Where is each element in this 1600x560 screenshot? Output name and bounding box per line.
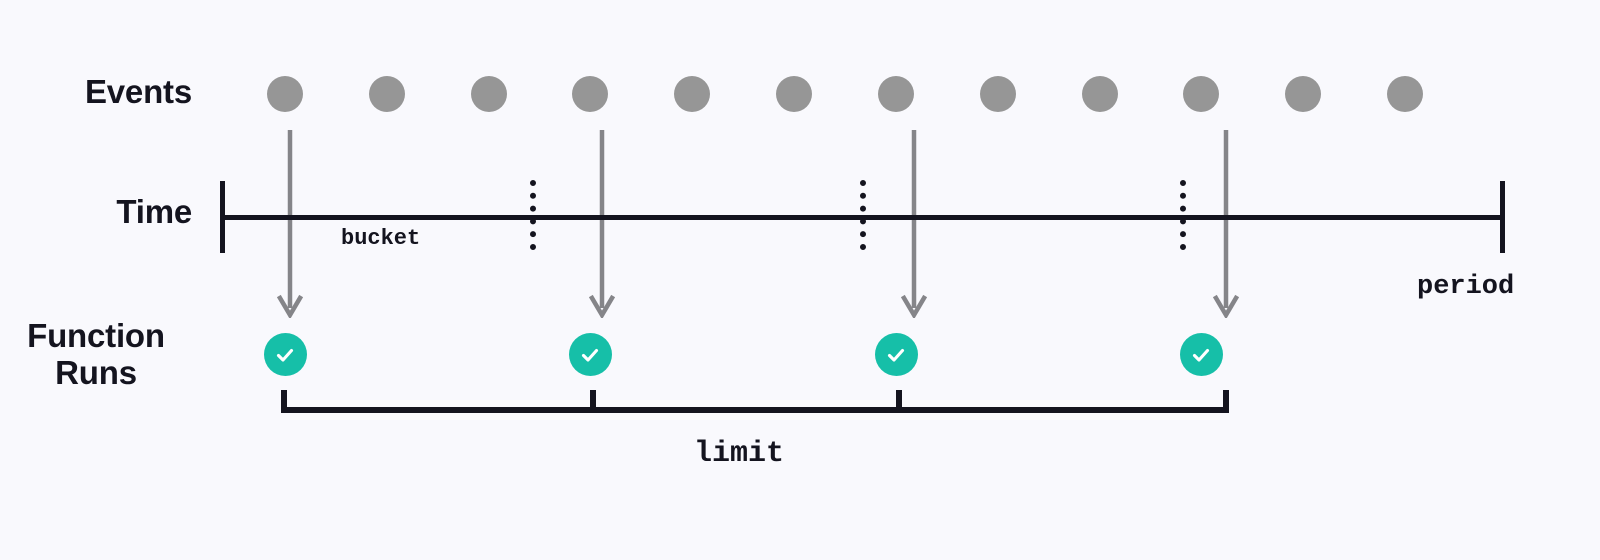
- event-dot: [980, 76, 1016, 112]
- check-icon: [273, 343, 297, 367]
- event-dot: [369, 76, 405, 112]
- arrow-down-icon: [588, 130, 616, 320]
- row-label-function-runs: Function Runs: [27, 317, 165, 391]
- event-dot: [1183, 76, 1219, 112]
- event-dot: [1387, 76, 1423, 112]
- event-dot: [776, 76, 812, 112]
- function-run-badge: [874, 333, 918, 376]
- bucket-divider: [1180, 180, 1186, 250]
- time-axis-start-tick: [220, 181, 225, 253]
- row-label-time: Time: [116, 193, 192, 230]
- bucket-divider: [860, 180, 866, 250]
- limit-bracket-tick: [281, 390, 287, 410]
- limit-bracket-tick: [896, 390, 902, 410]
- arrow-down-icon: [900, 130, 928, 320]
- bucket-divider: [530, 180, 536, 250]
- event-dot: [878, 76, 914, 112]
- limit-caption: limit: [694, 437, 785, 471]
- event-dot: [572, 76, 608, 112]
- event-dot: [267, 76, 303, 112]
- limit-bracket-tick: [590, 390, 596, 410]
- check-icon: [578, 343, 602, 367]
- event-dot: [471, 76, 507, 112]
- check-icon: [1189, 343, 1213, 367]
- row-label-events: Events: [84, 73, 192, 110]
- period-caption: period: [1417, 272, 1515, 302]
- function-run-badge: [568, 333, 612, 376]
- function-run-badge: [1179, 333, 1223, 376]
- arrow-down-icon: [1212, 130, 1240, 320]
- event-dot: [674, 76, 710, 112]
- limit-bracket-base: [281, 407, 1229, 413]
- function-run-badge: [263, 333, 307, 376]
- time-axis-end-tick: [1500, 181, 1505, 253]
- event-dot: [1285, 76, 1321, 112]
- arrow-down-icon: [276, 130, 304, 320]
- event-dot: [1082, 76, 1118, 112]
- limit-bracket-tick: [1223, 390, 1229, 410]
- check-icon: [884, 343, 908, 367]
- bucket-caption: bucket: [341, 226, 421, 251]
